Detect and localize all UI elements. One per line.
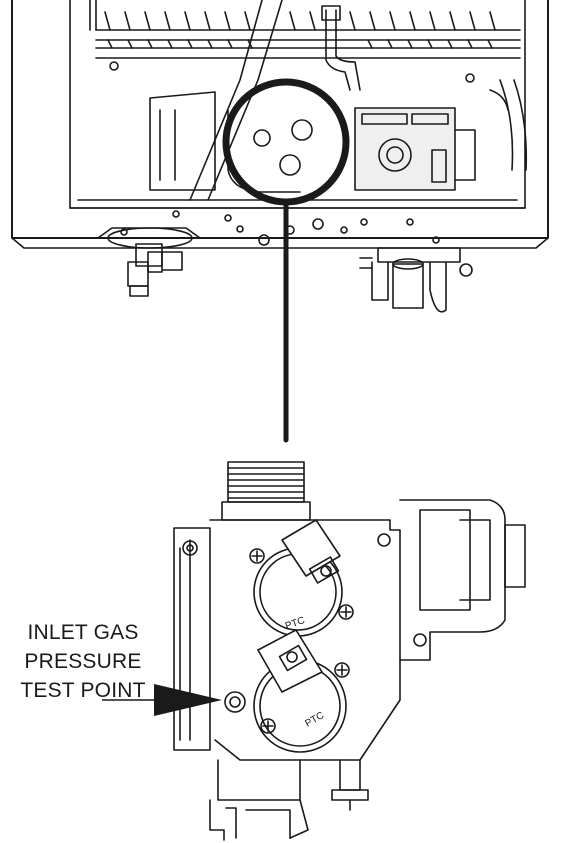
right-water-fitting — [360, 248, 472, 312]
heater-cabinet — [12, 0, 548, 248]
label-line-1: INLET GAS — [8, 618, 158, 647]
left-water-fitting — [98, 228, 200, 296]
label-line-3: TEST POINT — [8, 676, 158, 705]
magnifier-callout — [226, 82, 346, 440]
valve-outlet — [210, 760, 368, 840]
right-actuator — [400, 500, 525, 660]
label-line-2: PRESSURE — [8, 647, 158, 676]
heat-exchanger-fins — [96, 12, 520, 82]
control-board — [355, 108, 475, 190]
inlet-test-point — [225, 692, 245, 712]
inlet-gas-pressure-label: INLET GAS PRESSURE TEST POINT — [8, 618, 158, 705]
gas-valve-assembly-mounted — [150, 92, 312, 192]
enlarged-gas-valve — [174, 462, 525, 840]
threaded-inlet — [222, 462, 310, 520]
